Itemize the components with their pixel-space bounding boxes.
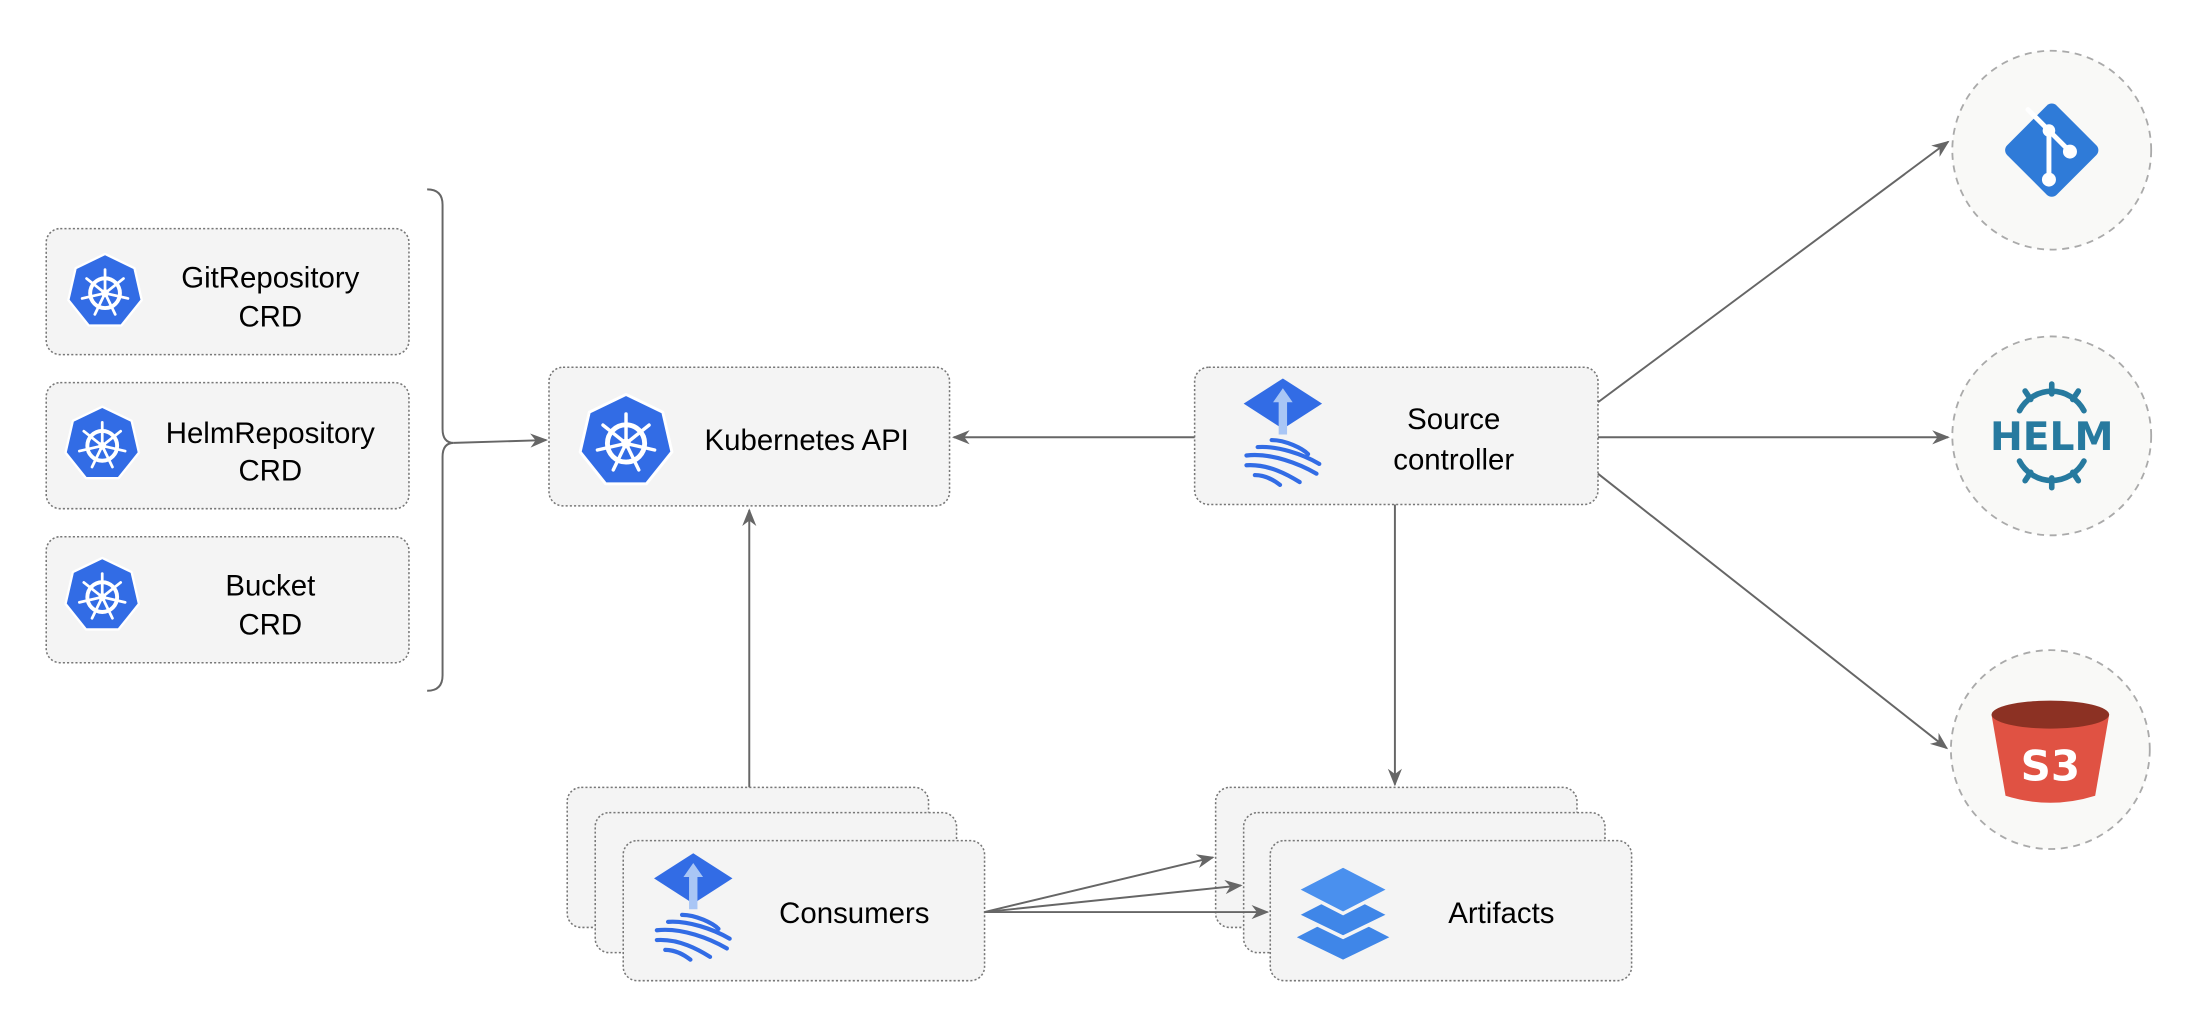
source-controller-label-line1: Source <box>1407 403 1500 436</box>
crd-name: Bucket <box>225 570 315 603</box>
helm-logo-text: HELM <box>1990 415 2114 460</box>
crd-type: CRD <box>238 301 302 334</box>
helm-source[interactable]: HELM <box>1951 335 2153 537</box>
helm-icon: HELM <box>1990 381 2114 491</box>
s3-bucket-icon: S3 <box>1991 700 2110 803</box>
artifacts-node[interactable]: Artifacts <box>1214 786 1633 982</box>
edge-consumers-to-artifacts-2 <box>984 880 1243 914</box>
source-controller-label-line2: controller <box>1393 443 1514 476</box>
edge-controller-to-s3 <box>1597 472 1949 750</box>
kubernetes-api-label: Kubernetes API <box>705 424 909 457</box>
consumers-label: Consumers <box>779 897 929 930</box>
crd-helmrepository[interactable]: HelmRepository CRD <box>45 381 410 510</box>
s3-logo-text: S3 <box>2021 741 2080 790</box>
artifacts-label: Artifacts <box>1448 897 1554 930</box>
crd-type: CRD <box>238 455 302 488</box>
edge-crds-to-api <box>453 433 548 448</box>
edge-controller-to-git <box>1597 140 1950 404</box>
source-controller-node[interactable]: Source controller <box>1193 366 1599 506</box>
crd-type: CRD <box>238 609 302 642</box>
edge-consumers-to-artifacts-1 <box>984 854 1215 913</box>
git-icon <box>2005 103 2099 197</box>
kubernetes-api-node[interactable]: Kubernetes API <box>548 366 951 507</box>
consumers-node[interactable]: Consumers <box>566 786 986 982</box>
crd-bucket[interactable]: Bucket CRD <box>45 535 410 664</box>
crd-name: GitRepository <box>181 261 359 294</box>
s3-source[interactable]: S3 <box>1950 649 2151 850</box>
git-source[interactable] <box>1951 49 2153 251</box>
crd-gitrepository[interactable]: GitRepository CRD <box>45 227 410 356</box>
crd-group-bracket <box>427 188 454 692</box>
crd-name: HelmRepository <box>166 417 375 450</box>
